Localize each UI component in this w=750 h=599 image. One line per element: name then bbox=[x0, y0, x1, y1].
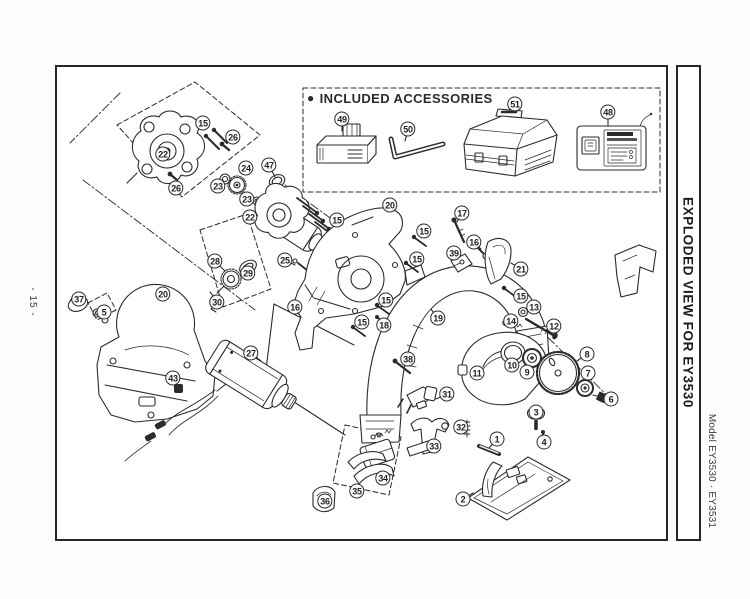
callout-16: 16 bbox=[466, 234, 482, 250]
callout-24: 24 bbox=[238, 160, 254, 176]
side-title-bar bbox=[676, 65, 701, 541]
callout-22: 22 bbox=[155, 146, 171, 162]
callout-3: 3 bbox=[528, 404, 544, 420]
callout-15: 15 bbox=[195, 115, 211, 131]
included-accessories-box bbox=[302, 87, 661, 193]
callout-26: 26 bbox=[225, 129, 241, 145]
callout-11: 11 bbox=[469, 365, 485, 381]
callout-28: 28 bbox=[207, 253, 223, 269]
callout-27: 27 bbox=[243, 345, 259, 361]
callout-17: 17 bbox=[454, 205, 470, 221]
saw-blade bbox=[535, 350, 581, 396]
callout-23: 23 bbox=[239, 191, 255, 207]
callout-20: 20 bbox=[382, 197, 398, 213]
callout-13: 13 bbox=[526, 299, 542, 315]
callout-51: 51 bbox=[507, 96, 523, 112]
callout-9: 9 bbox=[519, 364, 535, 380]
screw bbox=[211, 127, 228, 144]
callout-7: 7 bbox=[580, 365, 596, 381]
accessories-caption: ● INCLUDED ACCESSORIES bbox=[307, 91, 493, 106]
motor-wires bbox=[164, 389, 219, 436]
callout-2: 2 bbox=[455, 491, 471, 507]
callout-29: 29 bbox=[240, 265, 256, 281]
callout-25: 25 bbox=[277, 252, 293, 268]
accessories-title: INCLUDED ACCESSORIES bbox=[319, 91, 493, 106]
callout-1: 1 bbox=[489, 431, 505, 447]
gearbox-assembly bbox=[254, 182, 338, 275]
callout-19: 19 bbox=[430, 310, 446, 326]
side-title: EXPLODED VIEW FOR EY3530 bbox=[680, 197, 696, 408]
guard-lever bbox=[484, 238, 657, 298]
callout-32: 32 bbox=[453, 419, 469, 435]
callout-37: 37 bbox=[71, 291, 87, 307]
callout-31: 31 bbox=[439, 386, 455, 402]
callout-34: 34 bbox=[375, 470, 391, 486]
callout-12: 12 bbox=[546, 318, 562, 334]
callout-38: 38 bbox=[400, 351, 416, 367]
callout-47: 47 bbox=[261, 157, 277, 173]
motor-housing-left bbox=[96, 283, 236, 423]
callout-36: 36 bbox=[317, 493, 333, 509]
callout-35: 35 bbox=[349, 483, 365, 499]
grommet bbox=[174, 384, 183, 393]
callout-8: 8 bbox=[579, 346, 595, 362]
callout-26: 26 bbox=[168, 180, 184, 196]
page-number: - 15 - bbox=[27, 287, 39, 317]
model-label: Model EY3530 · EY3531 bbox=[706, 413, 718, 529]
hex-wrench bbox=[388, 136, 446, 160]
callout-22: 22 bbox=[242, 209, 258, 225]
callout-50: 50 bbox=[400, 121, 416, 137]
callout-14: 14 bbox=[503, 313, 519, 329]
diagram-artwork bbox=[67, 81, 661, 521]
callout-30: 30 bbox=[209, 294, 225, 310]
battery-pack bbox=[316, 123, 377, 164]
carrying-case bbox=[463, 108, 558, 177]
screw bbox=[203, 133, 220, 150]
base-plate-group bbox=[467, 408, 571, 521]
shaft-hardware bbox=[502, 306, 558, 340]
callout-39: 39 bbox=[446, 245, 462, 261]
callout-15: 15 bbox=[409, 251, 425, 267]
callout-15: 15 bbox=[416, 223, 432, 239]
bullet-icon: ● bbox=[307, 91, 315, 105]
callout-20: 20 bbox=[155, 286, 171, 302]
callout-4: 4 bbox=[536, 434, 552, 450]
callout-43: 43 bbox=[165, 370, 181, 386]
callout-49: 49 bbox=[334, 111, 350, 127]
callout-18: 18 bbox=[376, 317, 392, 333]
callout-5: 5 bbox=[96, 304, 112, 320]
gear bbox=[227, 175, 247, 195]
callout-10: 10 bbox=[504, 357, 520, 373]
callout-16: 16 bbox=[287, 299, 303, 315]
callout-15: 15 bbox=[378, 292, 394, 308]
lock-lever-assembly bbox=[397, 385, 438, 414]
battery-charger bbox=[576, 112, 653, 171]
callout-21: 21 bbox=[513, 261, 529, 277]
motor bbox=[124, 339, 297, 462]
callout-15: 15 bbox=[513, 288, 529, 304]
callout-48: 48 bbox=[600, 104, 616, 120]
callout-15: 15 bbox=[354, 314, 370, 330]
callout-23: 23 bbox=[210, 178, 226, 194]
callout-15: 15 bbox=[329, 212, 345, 228]
callout-33: 33 bbox=[426, 438, 442, 454]
callout-6: 6 bbox=[603, 391, 619, 407]
